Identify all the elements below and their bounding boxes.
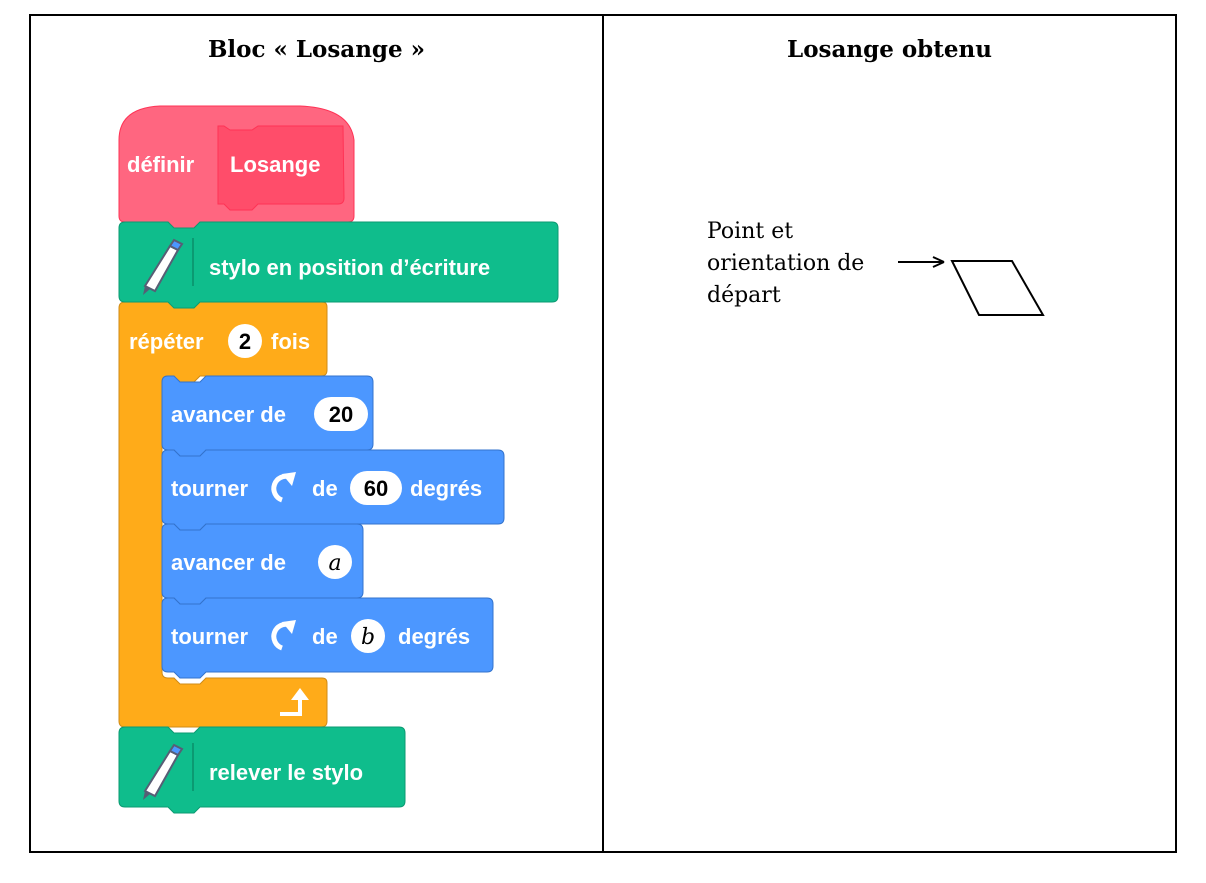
column-divider	[602, 14, 604, 853]
repeat-label: répéter	[129, 329, 204, 354]
repeat-count-field[interactable]	[228, 324, 262, 358]
rotate-right-icon	[271, 472, 296, 503]
header-left: Bloc « Losange »	[207, 36, 426, 63]
pen-up-label: relever le stylo	[209, 760, 363, 785]
turn-de-2: de	[312, 624, 338, 649]
pen-down-block[interactable]: stylo en position d’écriture	[118, 221, 559, 309]
loop-arrow-icon	[280, 688, 309, 716]
turn-label-1: tourner	[171, 476, 248, 501]
header-right: Losange obtenu	[787, 36, 992, 63]
start-label-line2: orientation de	[707, 251, 864, 276]
move-label-1: avancer de	[171, 402, 286, 427]
repeat-block[interactable]: répéter 2 fois	[118, 301, 328, 728]
define-name-slot[interactable]	[217, 125, 345, 211]
start-arrow-head	[932, 256, 945, 268]
result-figure: Point et orientation de départ	[707, 219, 1045, 316]
turn-label-2: tourner	[171, 624, 248, 649]
turn-suffix-2: degrés	[398, 624, 470, 649]
rotate-right-icon	[271, 620, 296, 651]
turn-value-1: 60	[364, 476, 388, 501]
pen-up-block[interactable]: relever le stylo	[118, 726, 406, 814]
rhombus-shape	[950, 260, 1045, 316]
move-value-2: a	[328, 551, 341, 576]
define-block[interactable]: définir Losange	[118, 105, 355, 229]
pen-icon	[143, 743, 184, 800]
turn-block-2[interactable]: tourner de b degrés	[161, 597, 494, 679]
move-block-2[interactable]: avancer de a	[161, 523, 364, 605]
define-name: Losange	[230, 152, 320, 177]
move-value-field-2[interactable]	[318, 545, 352, 579]
move-label-2: avancer de	[171, 550, 286, 575]
start-label-line3: départ	[707, 283, 781, 308]
move-value-field-1[interactable]	[314, 397, 368, 431]
repeat-suffix: fois	[271, 329, 310, 354]
turn-value-field-1[interactable]	[350, 471, 402, 505]
move-block-1[interactable]: avancer de 20	[161, 375, 374, 457]
pen-icon	[143, 238, 184, 295]
pen-down-label: stylo en position d’écriture	[209, 255, 490, 280]
turn-suffix-1: degrés	[410, 476, 482, 501]
turn-de-1: de	[312, 476, 338, 501]
start-label-line1: Point et	[707, 219, 793, 244]
move-value-1: 20	[329, 402, 353, 427]
turn-value-2: b	[361, 625, 375, 650]
repeat-count: 2	[239, 329, 251, 354]
turn-block-1[interactable]: tourner de 60 degrés	[161, 449, 505, 531]
define-label: définir	[127, 152, 195, 177]
turn-value-field-2[interactable]	[351, 619, 385, 653]
